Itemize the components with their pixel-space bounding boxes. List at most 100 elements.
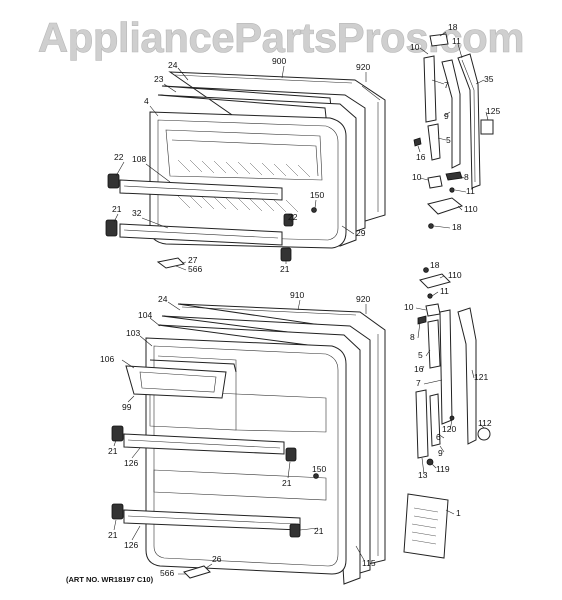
art-number: (ART NO. WR18197 C10): [66, 575, 154, 584]
label-16: 16: [416, 152, 426, 162]
label-8: 8: [464, 172, 469, 182]
label-21-right: 21: [280, 264, 290, 274]
label-103: 103: [126, 328, 140, 338]
label-119: 119: [436, 464, 450, 474]
trim-6: [429, 393, 441, 447]
label-150-lower: 150: [312, 464, 326, 474]
label-125: 125: [486, 106, 500, 116]
bracket-21-lower-right-a: [285, 447, 297, 462]
screw-11: [449, 187, 455, 193]
part-27: [156, 257, 185, 269]
handle-7-lower: [439, 309, 453, 425]
label-120: 120: [442, 424, 456, 434]
handle-35: [457, 53, 481, 189]
label-5-lower: 5: [418, 350, 423, 360]
label-7: 7: [444, 80, 449, 90]
screw-11-lower: [427, 293, 433, 299]
label-10-top: 10: [410, 42, 420, 52]
part-120: [449, 415, 455, 421]
label-566: 566: [188, 264, 202, 274]
label-910: 910: [290, 290, 304, 300]
part-8: [445, 171, 463, 181]
lower-hinge-assembly: [403, 267, 491, 559]
label-10-lower: 10: [404, 302, 414, 312]
hinge-part-5: [427, 123, 441, 161]
label-6: 6: [436, 432, 441, 442]
label-18-bottom: 18: [452, 222, 462, 232]
hinge-110-lower: [419, 273, 451, 289]
label-8-lower: 8: [410, 332, 415, 342]
label-5: 5: [446, 135, 451, 145]
label-106: 106: [100, 354, 114, 364]
label-121: 121: [474, 372, 488, 382]
label-23: 23: [154, 74, 164, 84]
handle-121: [457, 307, 477, 445]
label-110: 110: [464, 204, 478, 214]
bracket-22-right: [283, 213, 294, 227]
label-27: 27: [188, 255, 198, 265]
bracket-22-left: [107, 173, 120, 189]
bracket-21-lower-right-b: [289, 523, 301, 538]
label-920: 920: [356, 62, 370, 72]
label-21-left: 21: [112, 204, 122, 214]
label-16-lower: 16: [414, 364, 424, 374]
label-150: 150: [310, 190, 324, 200]
plug-112: [477, 427, 491, 441]
screw-18-lower: [423, 267, 429, 273]
trim-13: [415, 389, 429, 459]
dairy-frame-103: [149, 359, 237, 373]
lower-hinge-labels: 18 110 11 10 8 5 16 121 7 120 112 6 9 11…: [404, 260, 492, 518]
cap-125: [480, 119, 494, 135]
screw-150-lower: [313, 473, 319, 479]
hinge-part-10-lower: [425, 303, 441, 317]
upper-hinge-labels: 18 10 11 7 35 125 9 16 5 10 8 11 110 18: [410, 22, 500, 232]
label-115: 115: [362, 558, 376, 568]
hinge-part-5-lower: [427, 319, 441, 369]
hinge-part-10: [427, 175, 443, 189]
label-21-lower-a: 21: [108, 446, 118, 456]
label-26: 26: [212, 554, 222, 564]
label-110-lower: 110: [448, 270, 462, 280]
label-11-bottom: 11: [466, 186, 475, 196]
label-1: 1: [456, 508, 461, 518]
part-8-lower: [417, 315, 427, 325]
label-10-bottom: 10: [412, 172, 422, 182]
manual-1: [403, 493, 449, 559]
label-24-lower: 24: [158, 294, 168, 304]
label-9: 9: [444, 111, 449, 121]
label-900: 900: [272, 56, 286, 66]
hinge-top-part: [429, 33, 449, 47]
label-21-lower-b: 21: [282, 478, 292, 488]
bracket-21-left: [105, 219, 118, 237]
bracket-21-lower-left-a: [111, 425, 124, 442]
upper-door-assembly: [105, 71, 386, 269]
label-108: 108: [132, 154, 146, 164]
upper-gasket-inner: [157, 94, 357, 247]
label-7-lower: 7: [416, 378, 421, 388]
handle-bar-7: [423, 55, 437, 123]
bracket-21-lower-left-b: [111, 503, 124, 520]
label-22-right: 22: [288, 212, 298, 222]
label-24: 24: [168, 60, 178, 70]
bracket-21-right: [280, 247, 292, 262]
label-21-lower-d: 21: [314, 526, 324, 536]
label-4: 4: [144, 96, 149, 106]
screw-150: [311, 207, 317, 213]
label-13: 13: [418, 470, 428, 480]
label-32: 32: [132, 208, 142, 218]
label-18-top: 18: [448, 22, 458, 32]
upper-shelf-bar-32: [119, 223, 283, 246]
upper-hinge-assembly: [413, 33, 494, 229]
label-9-lower: 9: [438, 448, 443, 458]
label-126-b: 126: [124, 540, 138, 550]
label-18-lower: 18: [430, 260, 440, 270]
handle-trim-9: [441, 59, 461, 169]
label-566-lower: 566: [160, 568, 174, 578]
label-112: 112: [478, 418, 492, 428]
dairy-door-106: [125, 365, 227, 399]
label-99: 99: [122, 402, 132, 412]
label-920-lower: 920: [356, 294, 370, 304]
bushing-119: [426, 458, 434, 466]
label-22-left: 22: [114, 152, 124, 162]
